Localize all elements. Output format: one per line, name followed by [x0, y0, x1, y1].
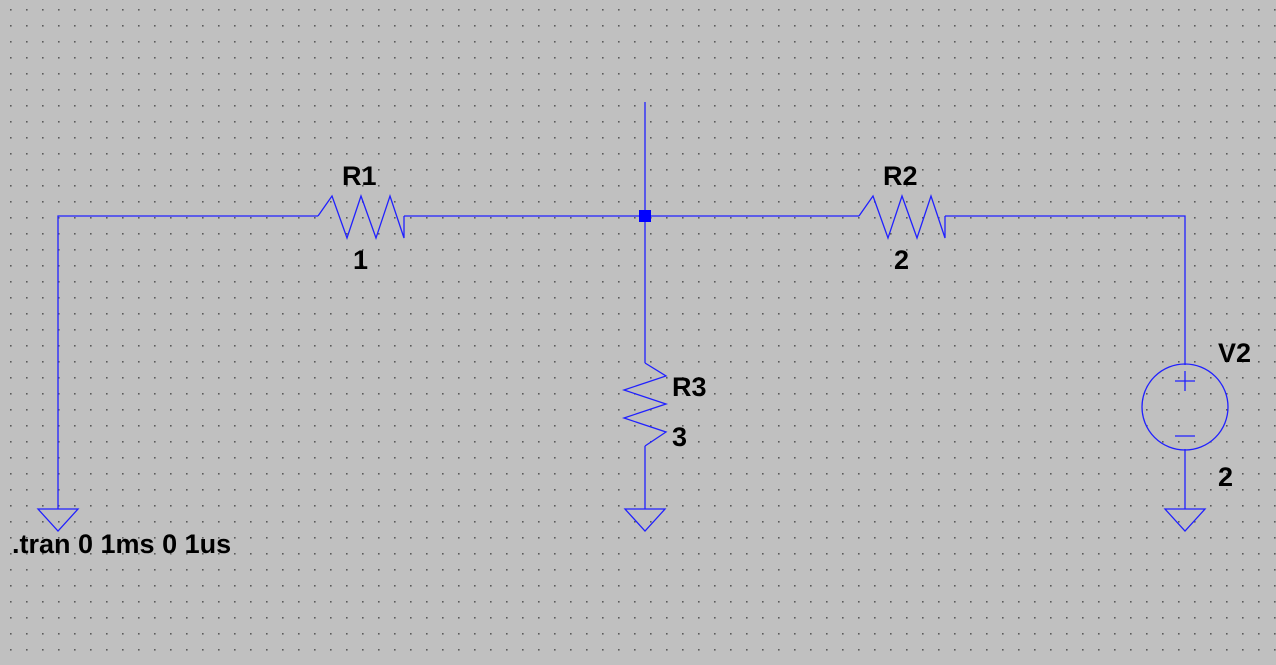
ground-left-icon[interactable]: [36, 508, 80, 532]
ground-v2-icon[interactable]: [1163, 508, 1207, 532]
r1-value-label[interactable]: 1: [353, 245, 368, 275]
r2-name-label[interactable]: R2: [883, 161, 918, 191]
wire-r2-v2[interactable]: [945, 215, 1186, 365]
v2-circle-icon: [1141, 363, 1229, 451]
r1-zigzag-icon: [317, 193, 405, 240]
wire-left-ground[interactable]: [57, 215, 318, 509]
r3-zigzag-icon: [621, 362, 669, 447]
junction-dot[interactable]: [639, 210, 651, 222]
resistor-r3[interactable]: [621, 362, 669, 447]
v2-name-label[interactable]: V2: [1218, 338, 1251, 368]
spice-directive[interactable]: .tran 0 1ms 0 1us: [12, 529, 231, 559]
resistor-r2[interactable]: [858, 193, 946, 240]
r3-name-label[interactable]: R3: [672, 372, 707, 402]
r1-name-label[interactable]: R1: [342, 161, 377, 191]
r2-zigzag-icon: [858, 193, 946, 240]
voltage-source-v2[interactable]: [1141, 363, 1229, 451]
wires[interactable]: [57, 102, 1186, 509]
resistor-r1[interactable]: [317, 193, 405, 240]
v2-value-label[interactable]: 2: [1218, 462, 1233, 492]
r3-value-label[interactable]: 3: [672, 422, 687, 452]
r2-value-label[interactable]: 2: [894, 245, 909, 275]
ground-r3-icon[interactable]: [623, 508, 667, 532]
